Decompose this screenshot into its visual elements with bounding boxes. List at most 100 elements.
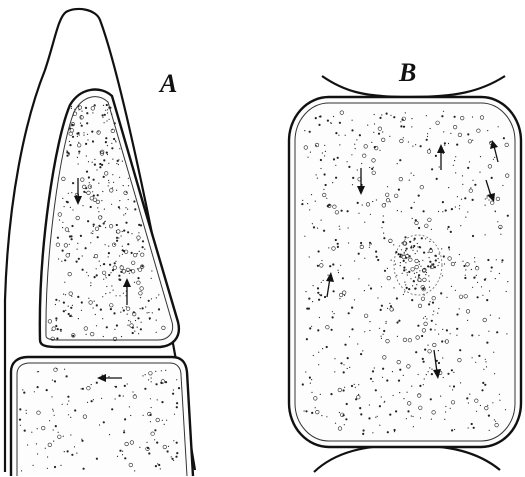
granule [107,112,108,113]
granule [119,295,120,296]
granule [127,314,128,315]
granule [456,313,458,315]
granule [406,287,408,289]
granule [110,308,112,310]
granule [338,135,339,136]
granule [345,418,347,420]
granule [96,458,98,460]
granule [76,195,77,196]
granule [321,220,322,221]
granule [490,271,491,272]
granule [431,369,432,370]
granule [145,374,146,375]
granule [465,217,466,218]
granule [38,371,39,372]
granule [97,236,99,238]
granule [389,136,390,137]
granule [54,466,56,468]
granule [348,227,349,228]
granule [348,312,350,314]
granule [496,331,498,333]
granule [431,229,432,230]
granule [421,237,423,239]
granule [301,203,303,205]
granule [486,299,488,301]
granule [92,162,93,163]
granule [72,182,74,184]
granule [471,334,473,336]
granule [85,107,87,109]
granule [403,375,404,376]
granule [394,431,395,432]
granule [89,182,90,183]
granule [315,407,316,408]
granule [158,294,159,295]
granule [431,320,433,322]
granule [398,320,400,322]
granule [407,254,408,255]
granule [108,182,109,183]
granule [109,108,110,109]
granule [392,371,393,372]
granule [304,130,305,131]
granule [359,134,361,136]
granule [398,380,400,382]
granule [139,447,140,448]
granule [419,385,421,387]
granule [69,141,70,142]
granule [443,153,444,154]
granule [94,301,95,302]
granule [322,152,323,153]
granule [423,252,425,254]
granule [424,294,425,295]
granule [127,209,128,210]
granule [387,431,389,433]
granule [357,343,358,344]
granule [122,231,123,232]
granule [449,249,450,250]
granule [142,307,144,309]
granule [119,148,120,149]
granule [382,221,384,223]
granule [148,379,149,380]
granule [114,262,116,264]
granule [347,368,348,369]
granule [149,319,150,320]
granule [487,259,489,261]
granule [317,287,319,289]
granule [351,328,353,330]
granule [418,277,419,278]
granule [412,146,413,147]
granule [71,106,72,107]
granule [107,145,108,146]
granule [455,206,456,207]
granule [64,206,65,207]
granule [122,246,123,247]
granule [126,306,127,307]
granule [157,399,158,400]
granule [19,408,21,410]
granule [162,420,163,421]
granule [466,397,468,399]
granule [68,193,69,194]
granule [318,250,320,252]
granule [92,231,93,232]
granule [69,144,71,146]
granule [122,249,124,251]
granule [485,198,486,199]
granule [390,305,392,307]
granule [408,288,410,290]
granule [394,429,396,431]
granule [127,383,128,384]
granule [62,250,64,252]
granule [78,318,79,319]
granule [111,204,112,205]
granule [111,143,112,144]
granule [445,406,446,407]
granule [139,251,140,252]
granule [370,287,372,289]
granule [473,427,475,429]
granule [106,152,108,154]
granule [123,185,124,186]
granule [381,305,383,307]
